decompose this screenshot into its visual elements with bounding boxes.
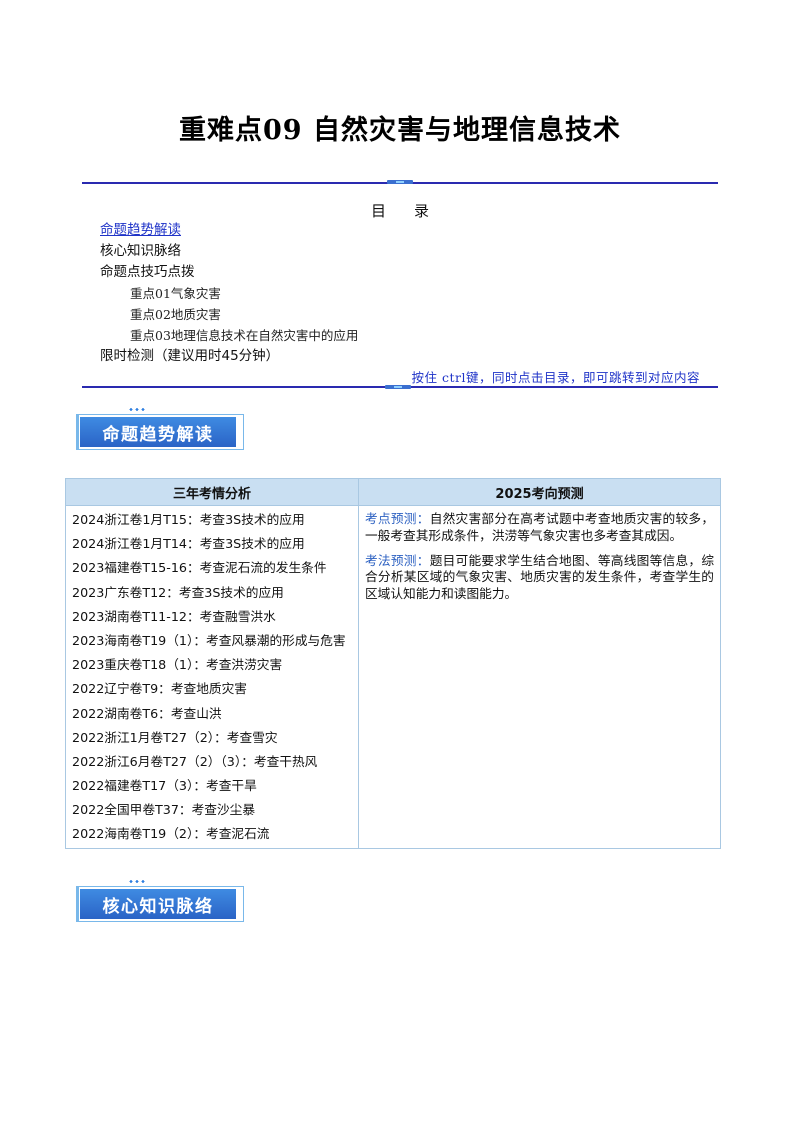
toc-item-knowledge[interactable]: 核心知识脉络	[100, 243, 181, 259]
exam-item: 2022海南卷T19（2）：考查泥石流	[72, 826, 270, 842]
toc-item-focus-01[interactable]: 重点01气象灾害	[130, 286, 221, 301]
exam-item: 2023海南卷T19（1）：考查风暴潮的形成与危害	[72, 632, 346, 648]
toc-hint: 按住 ctrl键，同时点击目录，即可跳转到对应内容	[411, 370, 700, 385]
prediction-cell: 考点预测：自然灾害部分在高考试题中考查地质灾害的较多，一般考查其形成条件，洪涝等…	[358, 504, 721, 850]
exam-item: 2023湖南卷T11-12：考查融雪洪水	[72, 608, 276, 624]
analysis-table: 三年考情分析 2025考向预测 2024浙江卷1月T15：考查3S技术的应用 2…	[65, 478, 721, 850]
exam-history-cell: 2024浙江卷1月T15：考查3S技术的应用 2024浙江卷1月T14：考查3S…	[65, 504, 359, 850]
toc-item-focus-03[interactable]: 重点03地理信息技术在自然灾害中的应用	[130, 328, 359, 343]
section-title-trend: 命题趋势解读	[80, 417, 236, 447]
exam-item: 2022全国甲卷T37：考查沙尘暴	[72, 802, 256, 818]
exam-item: 2024浙江卷1月T15：考查3S技术的应用	[72, 512, 305, 527]
header-2025-prediction: 2025考向预测	[358, 478, 721, 506]
badge-dots	[128, 880, 146, 883]
badge-frame	[76, 414, 244, 450]
divider-tab	[387, 180, 413, 184]
page-title: 重难点09 自然灾害与地理信息技术	[179, 115, 621, 146]
section-title-knowledge: 核心知识脉络	[80, 889, 236, 919]
exam-item: 2022福建卷T17（3）：考查干旱	[72, 778, 257, 794]
method-prediction-label: 考法预测：	[365, 552, 430, 568]
badge-dots	[128, 408, 146, 411]
toc-item-timed-test[interactable]: 限时检测（建议用时45分钟）	[100, 348, 280, 364]
exam-item: 2023福建卷T15-16：考查泥石流的发生条件	[72, 560, 327, 576]
exam-item: 2022浙江1月卷T27（2）：考查雪灾	[72, 729, 278, 745]
badge-frame	[76, 886, 244, 922]
section-badge-trend: 命题趋势解读	[76, 408, 246, 452]
exam-item: 2023重庆卷T18（1）：考查洪涝灾害	[72, 657, 283, 673]
point-prediction-label: 考点预测：	[365, 511, 430, 526]
point-prediction: 考点预测：自然灾害部分在高考试题中考查地质灾害的较多，一般考查其形成条件，洪涝等…	[365, 511, 714, 545]
section-badge-knowledge: 核心知识脉络	[76, 880, 246, 924]
method-prediction: 考法预测：题目可能要求学生结合地图、等高线图等信息，综合分析某区域的气象灾害、地…	[365, 553, 714, 603]
exam-item: 2022浙江6月卷T27（2）（3）：考查干热风	[72, 753, 318, 769]
exam-item: 2024浙江卷1月T14：考查3S技术的应用	[72, 536, 305, 552]
table-of-contents: 命题趋势解读 核心知识脉络 命题点技巧点拨 重点01气象灾害 重点02地质灾害 …	[100, 220, 358, 367]
point-prediction-text: 自然灾害部分在高考试题中考查地质灾害的较多，一般考查其形成条件，洪涝等气象灾害也…	[365, 511, 715, 543]
exam-item: 2022辽宁卷T9：考查地质灾害	[72, 681, 247, 697]
exam-item: 2023广东卷T12：考查3S技术的应用	[72, 584, 284, 600]
toc-heading: 目录	[370, 202, 457, 220]
toc-item-tips[interactable]: 命题点技巧点拨	[100, 264, 195, 280]
header-three-year-analysis: 三年考情分析	[65, 478, 359, 506]
toc-item-trend[interactable]: 命题趋势解读	[100, 222, 181, 238]
method-prediction-text: 题目可能要求学生结合地图、等高线图等信息，综合分析某区域的气象灾害、地质灾害的发…	[365, 552, 715, 602]
toc-item-focus-02[interactable]: 重点02地质灾害	[130, 307, 221, 322]
divider-tab	[385, 385, 411, 389]
exam-item: 2022湖南卷T6：考查山洪	[72, 705, 222, 721]
